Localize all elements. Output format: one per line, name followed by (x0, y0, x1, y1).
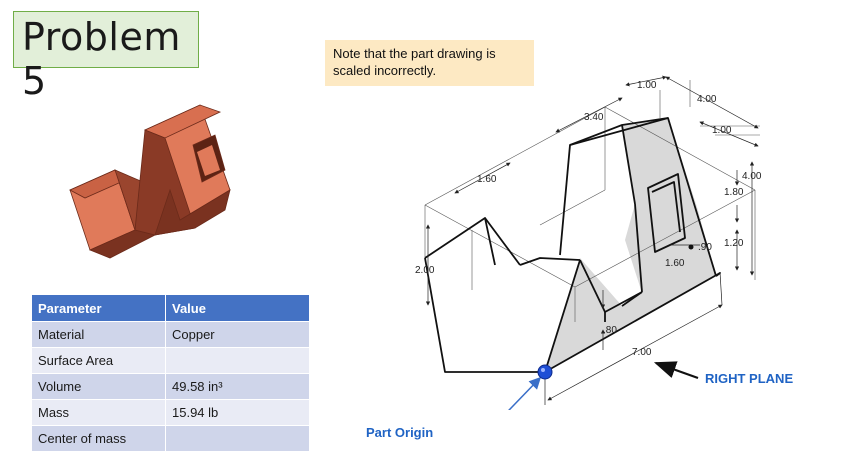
dim-3-40: 3.40 (584, 112, 604, 123)
dim-4-00-right: 4.00 (742, 171, 762, 182)
value-cell (165, 347, 310, 374)
note-line-1: Note that the part drawing is (333, 46, 496, 61)
param-cell: Center of mass (31, 425, 166, 452)
dim-4-00-top: 4.00 (697, 94, 717, 105)
table-row: Volume 49.58 in³ (31, 373, 310, 400)
right-plane-label: RIGHT PLANE (705, 371, 794, 386)
table-row: Center of mass (31, 425, 310, 452)
note-line-2: scaled incorrectly. (333, 63, 437, 78)
part-render-image (69, 104, 231, 259)
dim-1-80: 1.80 (724, 187, 744, 198)
table-row: Surface Area (31, 347, 310, 374)
value-cell: 15.94 lb (165, 399, 310, 426)
value-cell (165, 425, 310, 452)
part-origin-label: Part Origin (366, 425, 434, 440)
page-title: Problem 5 (22, 15, 181, 103)
dim-0-80: .80 (603, 325, 617, 336)
dim-1-60-left: 1.60 (477, 174, 497, 185)
param-cell: Material (31, 321, 166, 348)
param-cell: Mass (31, 399, 166, 426)
dim-1-60-hole: 1.60 (665, 258, 685, 269)
scale-note: Note that the part drawing is scaled inc… (325, 40, 534, 86)
col-header-parameter: Parameter (31, 294, 166, 322)
param-cell: Surface Area (31, 347, 166, 374)
dim-2-00: 2.00 (415, 265, 435, 276)
table-row: Material Copper (31, 321, 310, 348)
parameter-table: Parameter Value Material Copper Surface … (31, 294, 310, 452)
dim-7-00: 7.00 (632, 347, 652, 358)
value-cell: 49.58 in³ (165, 373, 310, 400)
title-box: Problem 5 (13, 11, 199, 103)
dim-0-90: .90 (698, 242, 712, 253)
dim-1-00-top: 1.00 (637, 80, 657, 91)
part-origin-point (537, 364, 553, 380)
param-cell: Volume (31, 373, 166, 400)
table-row: Mass 15.94 lb (31, 399, 310, 426)
part-drawing: 1.00 4.00 3.40 1.00 1.60 4.00 1.80 .90 1… (415, 75, 762, 410)
col-header-value: Value (165, 294, 310, 322)
value-cell: Copper (165, 321, 310, 348)
dim-1-20: 1.20 (724, 238, 744, 249)
dim-1-00-right: 1.00 (712, 125, 732, 136)
